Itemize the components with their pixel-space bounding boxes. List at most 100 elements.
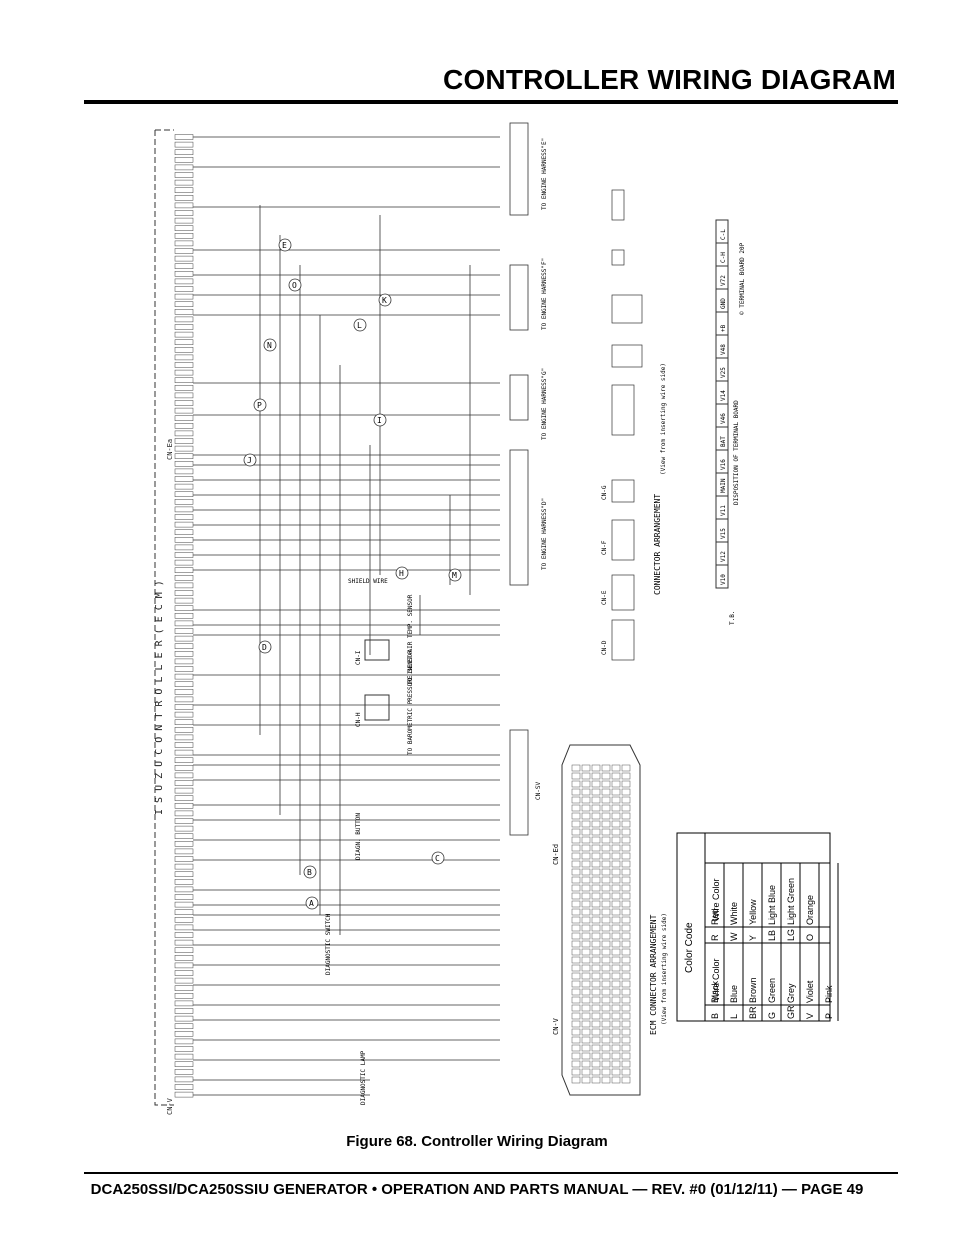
- ecm-connector-cell: [621, 884, 631, 892]
- ecm-connector-cell: [621, 796, 631, 804]
- ecm-connector-arrangement-label: ECM CONNECTOR ARRANGEMENT: [649, 914, 658, 1035]
- terminal-label: V16: [720, 459, 727, 470]
- ecm-connector-cell: [621, 900, 631, 908]
- connector-arrangement-label: CONNECTOR ARRANGEMENT: [653, 494, 662, 595]
- circled-letter-marker: [373, 413, 387, 427]
- ecm-pin: [174, 765, 194, 771]
- inlet-air-label: TO INLET-AIR TEMP. SENSOR: [407, 594, 414, 685]
- ecm-connector-cell: [591, 772, 601, 780]
- ecm-connector-cell: [621, 1068, 631, 1076]
- terminal-label: C-L: [720, 229, 727, 240]
- ecm-pin: [174, 932, 194, 938]
- ecm-pin: [174, 521, 194, 528]
- harness-d-label: TO ENGINE HARNESS"D": [541, 498, 548, 570]
- cc-code2: Y: [748, 935, 758, 941]
- ecm-connector-cell: [601, 836, 611, 844]
- ecm-connector-cell: [571, 988, 581, 996]
- terminal-label: V46: [720, 413, 727, 424]
- ecm-connector-cell: [601, 1052, 611, 1060]
- ecm-connector-cell: [601, 780, 611, 788]
- ecm-connector-cell: [611, 780, 621, 788]
- ecm-pin: [174, 871, 194, 877]
- ecm-connector-cell: [601, 1044, 611, 1052]
- ecm-connector-cell: [591, 788, 601, 796]
- ecm-connector-cell: [611, 908, 621, 916]
- ecm-connector-cell: [591, 916, 601, 924]
- ecm-pin: [174, 901, 194, 908]
- ecm-pin: [174, 635, 194, 642]
- circled-letter-marker: [263, 338, 277, 352]
- ecm-connector-cell: [581, 1076, 591, 1084]
- ecm-connector-cell: [581, 884, 591, 892]
- ecm-pin: [174, 263, 194, 269]
- ecm-pin: [174, 879, 194, 885]
- ecm-pin: [174, 993, 194, 999]
- ecm-pin: [174, 1053, 194, 1060]
- ecm-connector-cell: [591, 996, 601, 1004]
- ecm-connector-cell: [571, 852, 581, 860]
- ecm-pin: [174, 172, 194, 178]
- ecm-connector-cell: [571, 956, 581, 964]
- ecm-pin: [174, 727, 194, 733]
- ecm-connector-cell: [611, 796, 621, 804]
- ecm-connector-cell: [591, 1020, 601, 1028]
- ecm-pin: [174, 506, 194, 513]
- ecm-connector-cell: [601, 796, 611, 804]
- ecm-pin: [174, 529, 194, 535]
- ecm-connector-cell: [581, 772, 591, 780]
- ecm-connector-cell: [571, 1020, 581, 1028]
- ecm-connector-cell: [611, 876, 621, 884]
- ecm-pin: [174, 293, 194, 300]
- ecm-pin: [174, 423, 194, 429]
- cc-code: V: [805, 1013, 815, 1019]
- ecm-connector-cell: [571, 1068, 581, 1076]
- ecm-connector-cell: [611, 1044, 621, 1052]
- cn-v-label: CN-V: [552, 1017, 560, 1035]
- cc-color: Violet: [805, 980, 815, 1003]
- ecm-connector-cell: [571, 940, 581, 948]
- ecm-connector-cell: [591, 1012, 601, 1020]
- ecm-pin: [174, 1061, 194, 1067]
- ecm-connector-cell: [601, 1076, 611, 1084]
- ecm-pin: [174, 210, 194, 216]
- ecm-connector-cell: [621, 876, 631, 884]
- ecm-connector-cell: [611, 836, 621, 844]
- ecm-connector-cell: [601, 996, 611, 1004]
- page-footer: DCA250SSI/DCA250SSIU GENERATOR • OPERATI…: [90, 1181, 864, 1198]
- ecm-connector-cell: [571, 876, 581, 884]
- ecm-pin: [174, 309, 194, 315]
- ecm-connector-cell: [611, 988, 621, 996]
- circled-letter: M: [452, 571, 457, 580]
- ecm-connector-cell: [601, 916, 611, 924]
- ecm-connector-cell: [571, 764, 581, 772]
- footer-rule: [84, 1172, 898, 1174]
- ecm-pin: [174, 681, 194, 687]
- ecm-pin: [174, 643, 194, 649]
- ecm-connector-cell: [611, 1068, 621, 1076]
- ecm-connector-cell: [571, 796, 581, 804]
- circled-letter: N: [267, 341, 272, 350]
- harness-f-label: TO ENGINE HARNESS"F": [541, 258, 548, 330]
- ecm-connector-cell: [571, 884, 581, 892]
- circled-letter: H: [399, 569, 404, 578]
- ecm-connector-cell: [581, 836, 591, 844]
- ecm-connector-cell: [581, 1028, 591, 1036]
- ecm-pin: [174, 476, 194, 482]
- ecm-connector-cell: [581, 868, 591, 876]
- ecm-connector-cell: [601, 1028, 611, 1036]
- ecm-connector-cell: [601, 772, 611, 780]
- circled-letter: A: [309, 899, 314, 908]
- cc-code2: R: [710, 934, 720, 941]
- ecm-connector-cell: [571, 780, 581, 788]
- circled-letter-marker: [278, 238, 292, 252]
- ecm-connector-cell: [601, 908, 611, 916]
- ecm-connector-cell: [601, 860, 611, 868]
- ecm-connector-cell: [591, 908, 601, 916]
- ecm-connector-cell: [591, 820, 601, 828]
- ecm-pin: [174, 848, 194, 855]
- ecm-connector-cell: [611, 900, 621, 908]
- cn-sv-label: CN-SV: [535, 782, 542, 800]
- ecm-connector-cell: [611, 1028, 621, 1036]
- ecm-connector-cell: [601, 892, 611, 900]
